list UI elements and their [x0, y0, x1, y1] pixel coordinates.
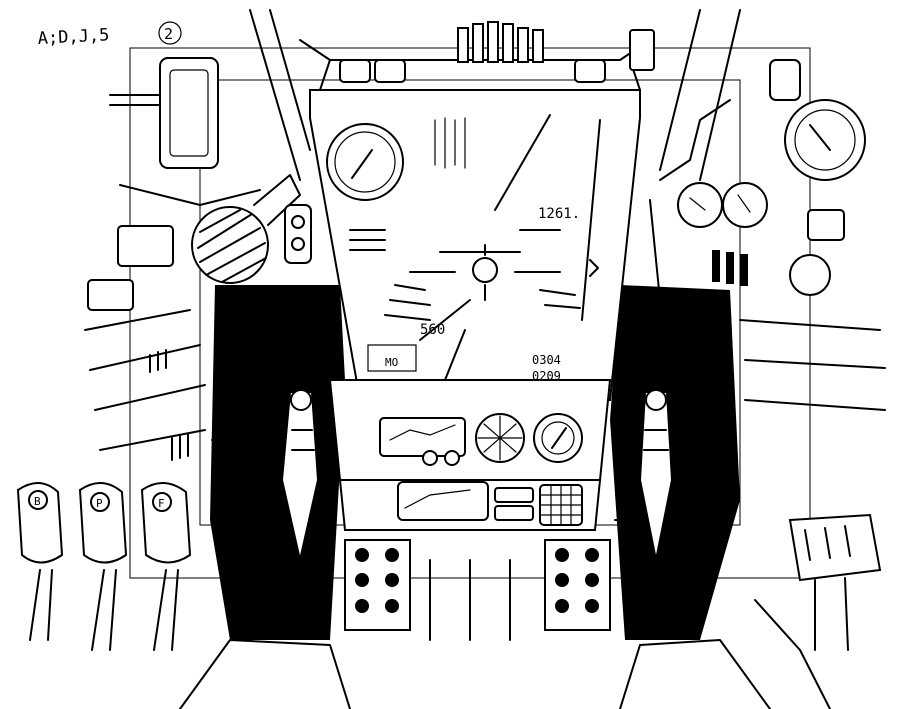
attitude-gauge: [533, 413, 583, 463]
left-console: [84, 57, 312, 461]
stick-middle: P: [78, 482, 128, 651]
throttle-levers: [280, 389, 674, 561]
black-side-pillars: [210, 285, 740, 640]
hud-mode-readout: MO: [385, 356, 398, 369]
hud-reticle: [472, 257, 498, 283]
stick-middle-label: P: [96, 497, 103, 510]
hud-mode-box: [367, 344, 417, 372]
hud-screen: 1261. 560 0304 0209 MO: [309, 89, 641, 401]
stick-right-label: F: [158, 497, 165, 510]
keypad-grid: [539, 484, 583, 526]
right-vent-slots: [712, 250, 748, 286]
storyboard-notes: A;D,J,5 2: [37, 21, 182, 49]
panel-number-circle: [158, 21, 182, 45]
left-vent-slots: [149, 349, 189, 461]
left-upper-display: [159, 57, 219, 169]
stick-left: B: [16, 482, 64, 641]
overhead-structure: [249, 9, 741, 181]
top-vents: [457, 21, 544, 63]
radar-gauge: [475, 413, 525, 463]
console-display: [397, 481, 489, 521]
hud-counter-top: 0304: [532, 353, 561, 367]
stick-right-button: [152, 492, 172, 512]
hud-speed-readout: 560: [420, 322, 445, 338]
hud-altitude-readout: 1261.: [538, 206, 580, 222]
right-round-gauge: [784, 99, 866, 181]
right-joystick: [788, 513, 882, 651]
twin-gauges: [677, 182, 768, 228]
panel-number: 2: [164, 25, 173, 43]
stick-middle-button: [90, 492, 110, 512]
floor-outlines: [179, 599, 831, 709]
stick-left-label: B: [34, 495, 41, 508]
stick-left-button: [28, 490, 48, 510]
hud-compass-gauge: [326, 123, 404, 201]
center-instrument-panel: [328, 379, 612, 531]
striped-lamp: [191, 174, 301, 284]
stick-handles: B P F: [16, 482, 192, 651]
stick-right: F: [140, 482, 192, 651]
scene-code: A;D,J,5: [37, 25, 110, 49]
foot-pedals: [344, 539, 611, 641]
right-console: [649, 59, 886, 411]
